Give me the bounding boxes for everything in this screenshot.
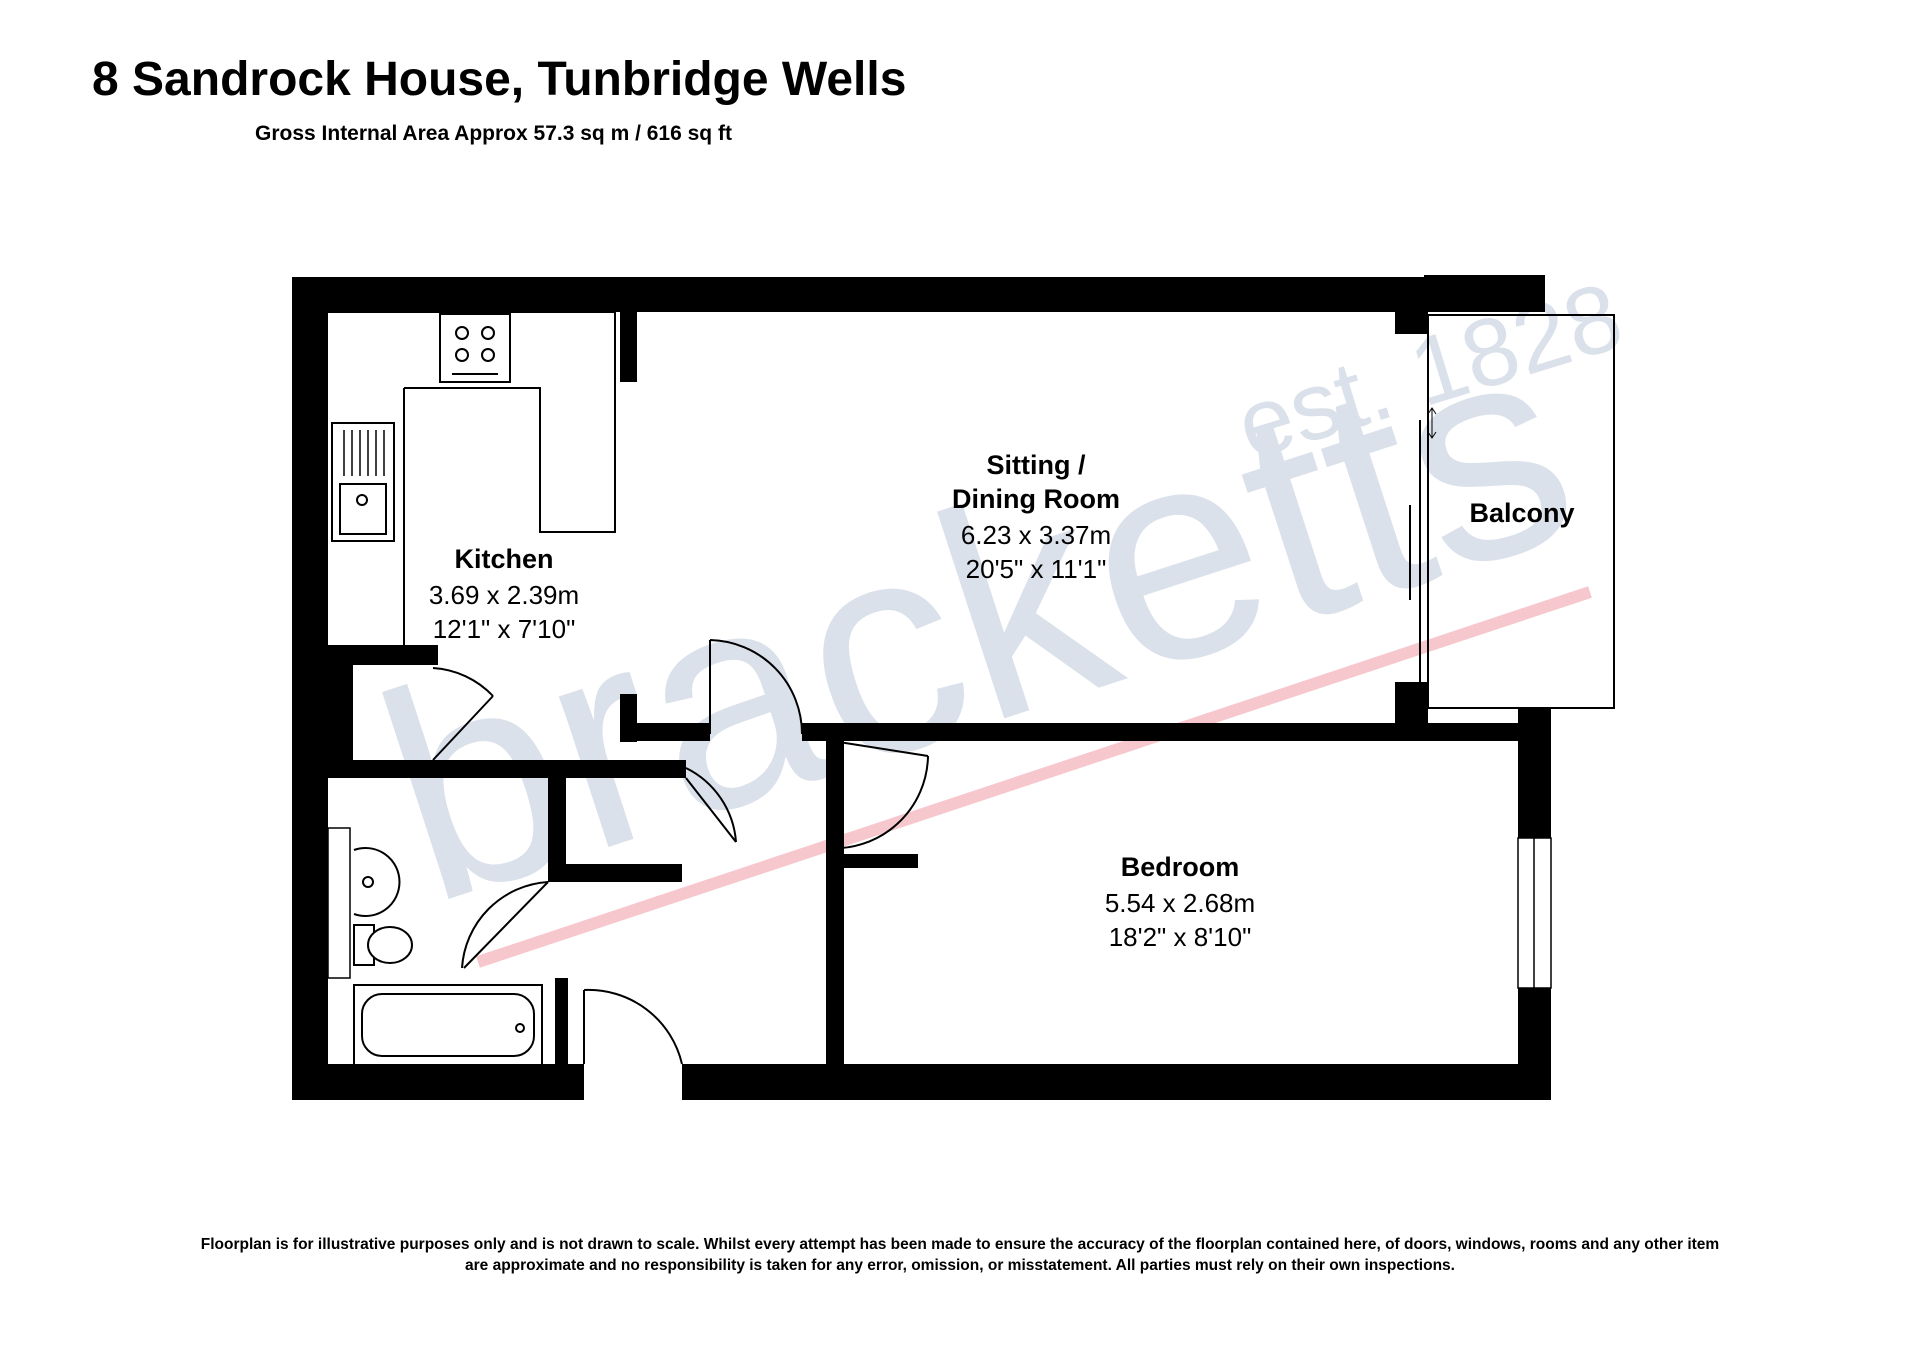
kitchen-metric: 3.69 x 2.39m — [429, 580, 579, 610]
room-bedroom: Bedroom 5.54 x 2.68m 18'2" x 8'10" — [1105, 852, 1255, 952]
bedroom-imperial: 18'2" x 8'10" — [1109, 922, 1252, 952]
sitting-name-line1: Sitting / — [987, 450, 1086, 480]
kitchen-imperial: 12'1" x 7'10" — [433, 614, 576, 644]
page-title: 8 Sandrock House, Tunbridge Wells — [92, 53, 907, 106]
doors — [432, 639, 929, 1065]
sitting-metric: 6.23 x 3.37m — [961, 520, 1111, 550]
sitting-imperial: 20'5" x 11'1" — [966, 554, 1107, 584]
bedroom-metric: 5.54 x 2.68m — [1105, 888, 1255, 918]
balcony-name: Balcony — [1469, 498, 1574, 528]
sitting-name-line2: Dining Room — [952, 484, 1120, 514]
disclaimer: Floorplan is for illustrative purposes o… — [200, 1236, 1720, 1274]
room-sitting-dining: Sitting / Dining Room 6.23 x 3.37m 20'5"… — [952, 450, 1120, 584]
room-kitchen: Kitchen 3.69 x 2.39m 12'1" x 7'10" — [429, 544, 579, 644]
gross-area-subtitle: Gross Internal Area Approx 57.3 sq m / 6… — [255, 122, 732, 145]
watermark-line — [476, 586, 1592, 968]
bedroom-name: Bedroom — [1121, 852, 1240, 882]
room-balcony: Balcony — [1469, 498, 1574, 528]
bathroom-fixtures — [353, 847, 543, 1066]
kitchen-name: Kitchen — [454, 544, 553, 574]
